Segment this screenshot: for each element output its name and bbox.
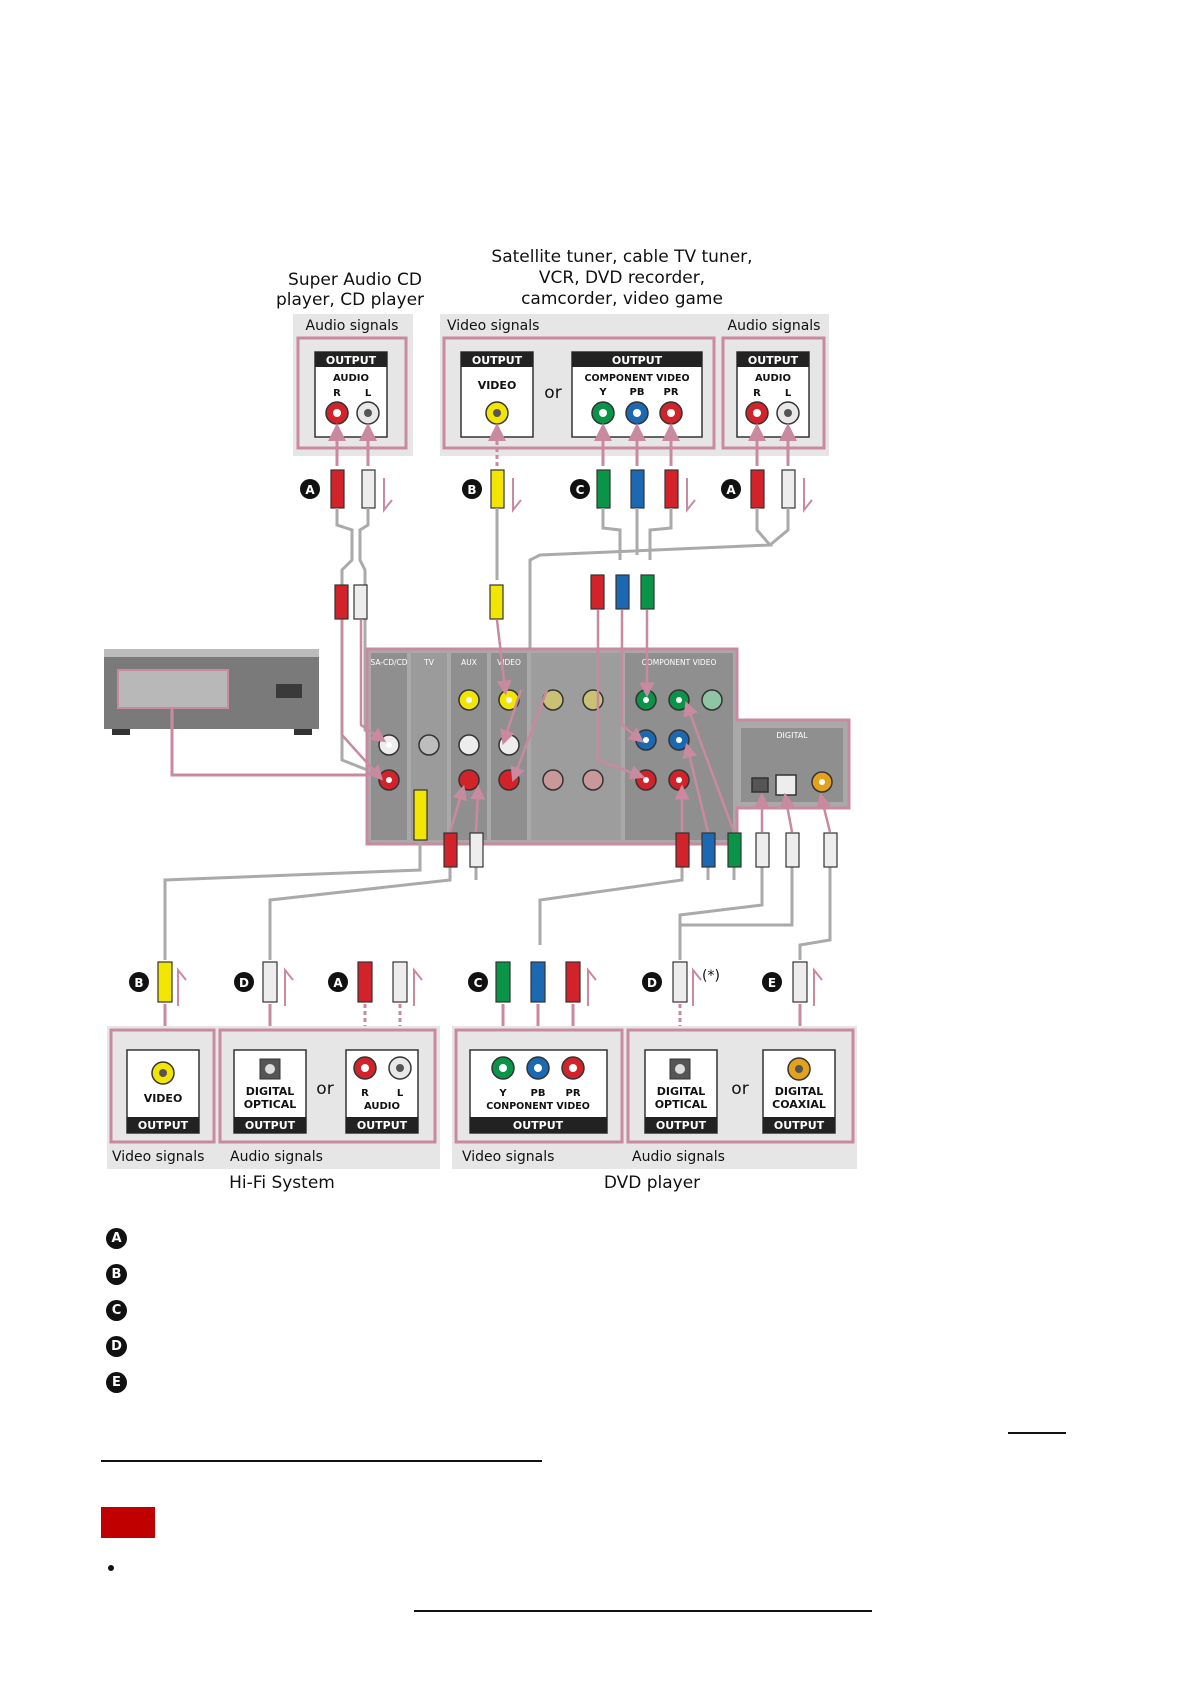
link-underline-bottom[interactable] bbox=[414, 1610, 872, 1612]
hifi-audio-signals-label: Audio signals bbox=[230, 1149, 323, 1165]
legend-badge-d: D bbox=[106, 1335, 127, 1357]
dvd-coaxial-label: COAXIAL bbox=[772, 1098, 826, 1111]
hifi-video-label: VIDEO bbox=[144, 1092, 183, 1105]
dvd-audio-signals-label: Audio signals bbox=[632, 1149, 725, 1165]
dvd-optical-label: OPTICAL bbox=[655, 1098, 708, 1111]
legend-badge-a: A bbox=[106, 1227, 127, 1249]
legend-item-b: B bbox=[106, 1262, 127, 1286]
hifi-audio-output-label: OUTPUT bbox=[357, 1119, 408, 1132]
dvd-component-output-label: OUTPUT bbox=[513, 1119, 564, 1132]
hifi-system-title: Hi-Fi System bbox=[229, 1173, 335, 1193]
dvd-component-video-label: CONPONENT VIDEO bbox=[486, 1101, 590, 1112]
sat-component-output-label: OUTPUT bbox=[612, 354, 663, 367]
sat-tuner-title-line3: camcorder, video game bbox=[521, 289, 723, 309]
asterisk-note: (*) bbox=[702, 968, 720, 984]
dvd-pb-label: PB bbox=[531, 1088, 546, 1099]
note-tag bbox=[101, 1507, 155, 1538]
legend-badge-b: B bbox=[106, 1263, 127, 1285]
dvd-digital-coax-label: DIGITAL bbox=[775, 1085, 824, 1098]
sat-audio-label: AUDIO bbox=[755, 373, 791, 384]
cable-badge-c-bottom: C bbox=[474, 976, 483, 990]
dvd-video-signals-label: Video signals bbox=[462, 1149, 554, 1165]
cable-badge-b-bottom: B bbox=[134, 976, 143, 990]
sat-video-signals-label: Video signals bbox=[447, 318, 539, 334]
cd-player-title-line1: Super Audio CD bbox=[288, 270, 422, 290]
hifi-optical-output-label: OUTPUT bbox=[245, 1119, 296, 1132]
receiver-aux-label: AUX bbox=[461, 658, 477, 667]
sat-component-video-label: COMPONENT VIDEO bbox=[584, 373, 689, 384]
sat-audio-signals-label: Audio signals bbox=[728, 318, 821, 334]
cable-badge-e-bottom: E bbox=[768, 976, 776, 990]
dvd-digital-label: DIGITAL bbox=[657, 1085, 706, 1098]
receiver-digital-label: DIGITAL bbox=[776, 731, 808, 740]
sat-pb-label: PB bbox=[630, 387, 645, 398]
sat-pr-label: PR bbox=[663, 387, 678, 398]
hifi-r-label: R bbox=[361, 1088, 369, 1099]
receiver-video-label: VIDEO bbox=[497, 658, 521, 667]
hifi-video-output-label: OUTPUT bbox=[138, 1119, 189, 1132]
cable-badge-d-bottom-right: D bbox=[647, 976, 657, 990]
link-underline-long[interactable] bbox=[101, 1460, 542, 1462]
sat-tuner-title-line1: Satellite tuner, cable TV tuner, bbox=[491, 247, 752, 267]
hifi-digital-label: DIGITAL bbox=[246, 1085, 295, 1098]
hifi-optical-label: OPTICAL bbox=[244, 1098, 297, 1111]
sat-r-label: R bbox=[753, 388, 761, 399]
bullet-point bbox=[108, 1565, 114, 1571]
legend-item-d: D bbox=[106, 1334, 127, 1358]
receiver-tv-label: TV bbox=[423, 658, 435, 667]
hifi-or-label: or bbox=[316, 1079, 333, 1099]
cable-badge-c-top: C bbox=[576, 483, 585, 497]
dvd-optical-output-label: OUTPUT bbox=[656, 1119, 707, 1132]
dvd-or-label: or bbox=[731, 1079, 748, 1099]
hifi-audio-label: AUDIO bbox=[364, 1101, 400, 1112]
link-underline-short[interactable] bbox=[1008, 1432, 1066, 1434]
dvd-y-label: Y bbox=[498, 1088, 507, 1099]
legend-item-c: C bbox=[106, 1298, 127, 1322]
receiver-component-video-label: COMPONENT VIDEO bbox=[642, 658, 717, 667]
sat-y-label: Y bbox=[598, 387, 607, 398]
dvd-pr-label: PR bbox=[565, 1088, 580, 1099]
cd-audio-signals-label: Audio signals bbox=[306, 318, 399, 334]
cable-badge-b-top: B bbox=[467, 483, 476, 497]
legend-badge-c: C bbox=[106, 1299, 127, 1321]
sat-tuner-title-line2: VCR, DVD recorder, bbox=[539, 268, 705, 288]
hifi-video-signals-label: Video signals bbox=[112, 1149, 204, 1165]
cd-r-label: R bbox=[333, 388, 341, 399]
sat-video-label: VIDEO bbox=[478, 379, 517, 392]
sat-video-output-label: OUTPUT bbox=[472, 354, 523, 367]
hifi-l-label: L bbox=[397, 1088, 404, 1099]
sat-l-label: L bbox=[785, 388, 792, 399]
sat-or-label: or bbox=[544, 383, 561, 403]
dvd-coaxial-output-label: OUTPUT bbox=[774, 1119, 825, 1132]
receiver-sacd-label: SA-CD/CD bbox=[370, 658, 407, 667]
cd-player-title-line2: player, CD player bbox=[276, 290, 424, 310]
legend-item-e: E bbox=[106, 1370, 127, 1394]
legend-item-a: A bbox=[106, 1226, 127, 1250]
cd-audio-label: AUDIO bbox=[333, 373, 369, 384]
legend-badge-e: E bbox=[106, 1371, 127, 1393]
cable-badge-d-bottom-left: D bbox=[239, 976, 249, 990]
cable-badge-a-bottom: A bbox=[333, 976, 343, 990]
cable-badge-a-top-right: A bbox=[726, 483, 736, 497]
cable-badge-a-top-left: A bbox=[305, 483, 315, 497]
sat-audio-output-label: OUTPUT bbox=[748, 354, 799, 367]
cd-output-label: OUTPUT bbox=[326, 354, 377, 367]
dvd-player-title: DVD player bbox=[604, 1173, 700, 1193]
cd-l-label: L bbox=[365, 388, 372, 399]
